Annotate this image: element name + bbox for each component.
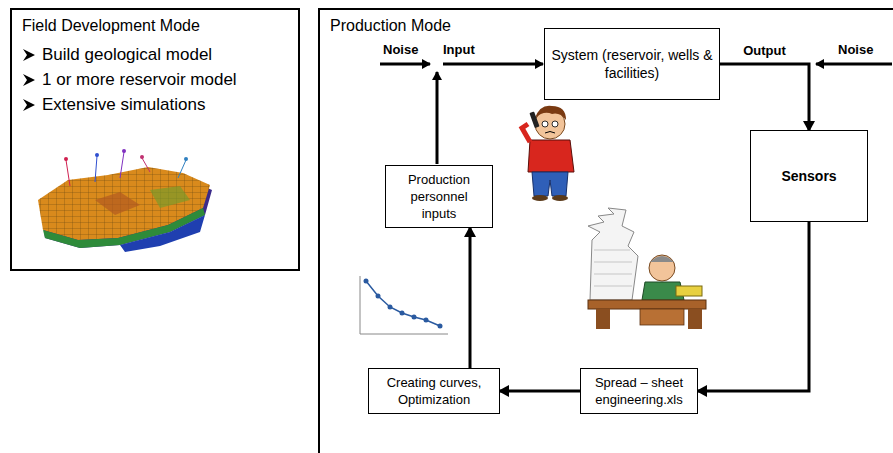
noise-line (816, 63, 892, 66)
personnel-box: Production personnel inputs (385, 165, 493, 228)
spreadsheet-box: Spread – sheet engineering.xls (580, 368, 698, 414)
signal-label: Input (441, 42, 477, 57)
bullet-row: Extensive simulations (22, 94, 288, 115)
bullet-text: Extensive simulations (42, 94, 205, 115)
flow-arrow (500, 390, 580, 393)
box-label: Sensors (781, 167, 836, 185)
feedback-line (436, 72, 439, 164)
flow-arrow (720, 64, 809, 130)
bullet-text: 1 or more reservoir model (42, 69, 237, 90)
input-line (443, 63, 543, 66)
bullet-row: 1 or more reservoir model (22, 69, 288, 90)
bullet-arrow (22, 98, 36, 112)
box-label: Production personnel inputs (392, 171, 486, 222)
box-label: Creating curves, Optimization (375, 374, 493, 408)
panel-title: Field Development Mode (22, 16, 288, 36)
bullet-text: Build geological model (42, 44, 212, 65)
curves-box: Creating curves, Optimization (368, 368, 500, 414)
field-development-panel: Field Development ModeBuild geological m… (10, 8, 300, 271)
noise-label: Noise (381, 42, 420, 57)
flow-arrow (698, 222, 809, 391)
noise-label: Noise (836, 42, 875, 57)
bullet-row: Build geological model (22, 44, 288, 65)
desk-engineer (588, 208, 706, 329)
bullet-arrow (22, 48, 36, 62)
noise-line (380, 63, 430, 66)
flow-arrow (469, 228, 472, 368)
sensors-box: Sensors (750, 130, 868, 222)
worried-engineer (522, 106, 574, 201)
decline-chart (360, 276, 448, 334)
edge-label: Output (741, 43, 788, 58)
box-label: System (reservoir, wells & facilities) (551, 46, 713, 82)
reservoir-model (38, 149, 212, 252)
production-panel: Production ModeSystem (reservoir, wells … (318, 8, 893, 453)
bullet-arrow (22, 73, 36, 87)
system-box: System (reservoir, wells & facilities) (544, 28, 720, 100)
box-label: Spread – sheet engineering.xls (587, 374, 691, 408)
